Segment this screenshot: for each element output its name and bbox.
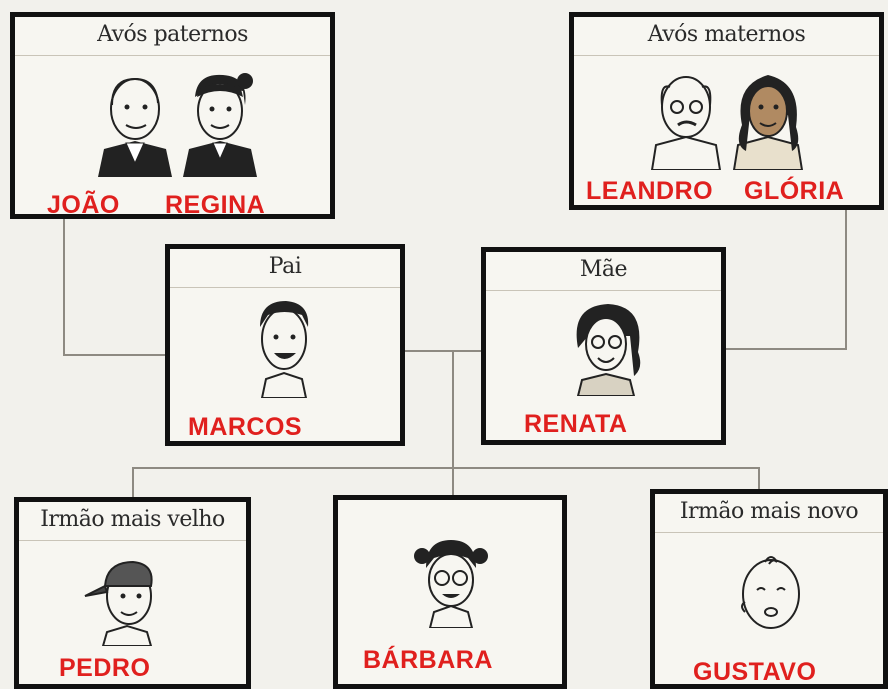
grandmother-regina-portrait [183,73,257,177]
older-brother-heading: Irmão mais velho [19,502,246,541]
connector-parents-to-children [452,351,454,469]
mother-heading: Mãe [486,252,721,291]
connector-sister [452,467,454,497]
grandfather-leandro-portrait [650,76,722,170]
maternal-grandparents-card: Avós maternos LEANDRO GLÓRIA [569,12,884,210]
younger-brother-card: Irmão mais novo GUSTAVO [650,489,888,689]
grandmother-name: REGINA [165,191,266,219]
grandfather-joao-portrait [98,77,172,177]
grandmother-name: GLÓRIA [744,177,845,205]
connector-maternal-vertical [845,208,847,350]
mother-card: Mãe RENATA [481,247,726,445]
older-brother-card: Irmão mais velho PEDRO [14,497,251,689]
younger-brother-heading: Irmão mais novo [655,494,883,533]
connector-older-brother [132,467,134,499]
mother-name: RENATA [524,410,628,438]
sister-barbara-portrait [414,540,488,628]
father-name: MARCOS [188,413,303,441]
paternal-grandparents-card: Avós paternos JOÃO REGINA [10,12,335,219]
grandmother-gloria-portrait [732,75,804,170]
grandfather-name: JOÃO [47,191,120,219]
father-card: Pai MARCOS [165,244,405,446]
father-marcos-portrait [260,301,309,398]
younger-brother-gustavo-portrait [741,556,800,629]
grandfather-name: LEANDRO [586,177,714,205]
connector-paternal-horizontal [63,354,169,356]
connector-children-horizontal [132,467,760,469]
connector-younger-brother [758,467,760,489]
sister-card: BÁRBARA [333,495,567,689]
father-heading: Pai [170,249,400,288]
connector-paternal-vertical [63,218,65,356]
older-brother-name: PEDRO [59,654,151,682]
connector-parents-marriage [405,350,483,352]
mother-renata-portrait [576,304,641,396]
older-brother-pedro-portrait [84,560,153,646]
connector-maternal-horizontal [722,348,847,350]
sister-name: BÁRBARA [363,646,493,674]
paternal-grandparents-heading: Avós paternos [15,17,330,56]
younger-brother-name: GUSTAVO [693,658,817,686]
maternal-grandparents-heading: Avós maternos [574,17,879,56]
